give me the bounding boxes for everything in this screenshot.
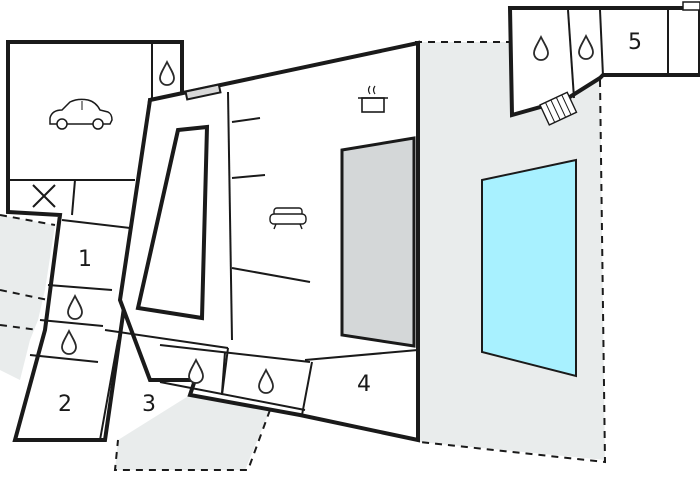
living-wing-outline	[117, 40, 420, 443]
main-building-outline	[6, 40, 184, 442]
living-wall	[227, 91, 233, 341]
bath-b-bottom	[29, 354, 99, 363]
room-number-3: 3	[142, 392, 156, 417]
room1-top-wall	[61, 219, 131, 229]
room-number-1: 1	[78, 247, 92, 272]
garden-area-bottom	[115, 395, 270, 470]
shaded-room	[340, 136, 416, 348]
water-drop-icon	[61, 328, 77, 355]
room-number-2: 2	[58, 392, 72, 417]
bath-a-bottom	[39, 319, 104, 327]
storage-wall	[71, 179, 76, 216]
counter-line	[231, 267, 311, 283]
corridor-bottom	[104, 329, 229, 349]
room-number-5: 5	[628, 30, 642, 55]
left-boundary-top	[0, 214, 56, 226]
stairs-icon	[539, 91, 578, 126]
x-mark-icon-b	[32, 184, 56, 208]
bath-c-top	[159, 344, 311, 363]
water-drop-icon	[159, 59, 175, 86]
bath-c-bottom	[159, 381, 306, 411]
inner-court	[135, 124, 210, 321]
annex-corner-marker	[682, 1, 700, 11]
car-icon	[49, 98, 113, 130]
annex-outline	[507, 6, 700, 118]
annex-divider-2	[599, 9, 604, 77]
garden-area-left	[0, 215, 55, 380]
water-drop-icon	[188, 357, 204, 384]
annex-divider-1	[567, 9, 575, 99]
terrace-boundary-right	[419, 79, 607, 464]
bottom-boundary	[113, 409, 271, 471]
left-boundary-low	[0, 324, 39, 331]
room1-bottom-wall	[47, 284, 113, 291]
water-drop-icon	[533, 34, 549, 61]
room-number-4: 4	[357, 372, 371, 397]
sofa-icon	[269, 207, 307, 230]
water-drop-icon	[578, 33, 594, 60]
bath-d-right	[301, 361, 313, 416]
room2-3-divider	[99, 339, 119, 441]
shelf-1	[231, 117, 261, 123]
shelf-2	[231, 174, 266, 179]
bath-c-divider	[221, 351, 226, 394]
pot-icon	[358, 85, 388, 113]
window-marker	[184, 83, 222, 101]
swimming-pool	[481, 158, 577, 378]
room4-top	[304, 349, 419, 361]
water-drop-icon	[258, 367, 274, 394]
left-boundary-mid	[0, 289, 49, 301]
water-drop-icon	[67, 293, 83, 320]
